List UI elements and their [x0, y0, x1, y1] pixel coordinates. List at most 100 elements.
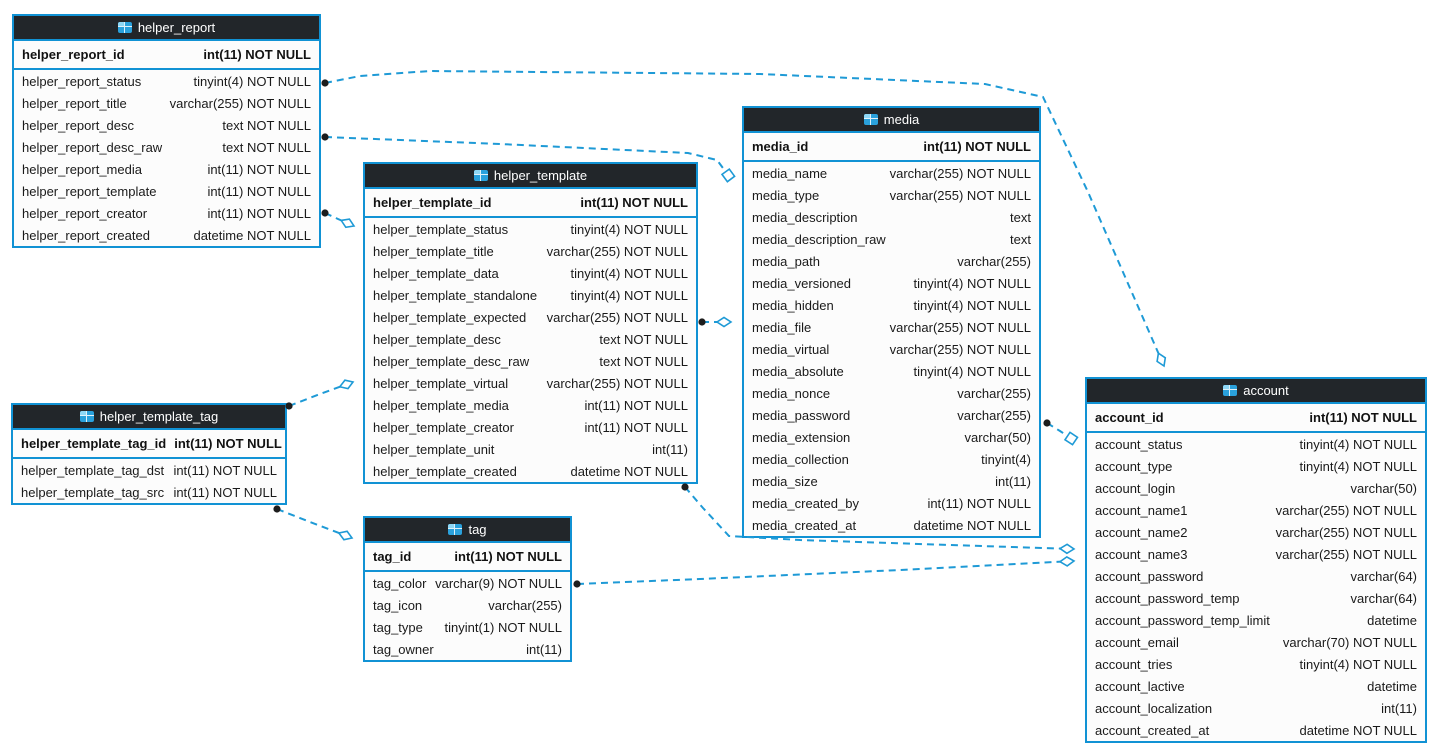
column-name: media_extension — [752, 429, 851, 445]
connector-diamond-endpoint — [1156, 351, 1167, 368]
column-name: account_password_temp_limit — [1095, 612, 1270, 628]
relationship-media-to-account[interactable] — [1046, 422, 1076, 442]
table-header[interactable]: helper_template_tag — [13, 405, 285, 430]
relationship-helper_template_tag-to-tag[interactable] — [276, 508, 353, 539]
column-name: helper_report_desc_raw — [22, 139, 163, 155]
relationship-helper_template_tag-to-helper_template[interactable] — [288, 381, 354, 407]
relationship-helper_report-to-helper_template[interactable] — [324, 212, 355, 227]
column-name: account_tries — [1095, 656, 1173, 672]
column-type: datetime — [1367, 678, 1417, 694]
table-header[interactable]: media — [744, 108, 1039, 133]
column-name: account_id — [1095, 410, 1164, 425]
column-type: int(11) — [995, 473, 1031, 489]
table-header[interactable]: tag — [365, 518, 570, 543]
column-type: tinyint(4) NOT NULL — [193, 73, 311, 89]
table-header[interactable]: helper_template — [365, 164, 696, 189]
column-name: helper_template_expected — [373, 309, 527, 325]
column-name: media_virtual — [752, 341, 830, 357]
column-type: int(11) NOT NULL — [580, 195, 688, 210]
column-type: varchar(64) — [1350, 590, 1417, 606]
column-name: helper_template_standalone — [373, 287, 538, 303]
column-row[interactable]: media_extension varchar(50) — [744, 426, 1039, 448]
column-type: varchar(50) — [964, 429, 1031, 445]
relationship-tag-to-account[interactable] — [576, 560, 1075, 585]
column-name: helper_template_data — [373, 265, 499, 281]
column-name: account_name2 — [1095, 524, 1188, 540]
table-header[interactable]: helper_report — [14, 16, 319, 41]
table-header[interactable]: account — [1087, 379, 1425, 404]
column-name: helper_report_media — [22, 161, 142, 177]
connector-dot-endpoint — [321, 79, 329, 87]
column-name: helper_template_desc_raw — [373, 353, 530, 369]
